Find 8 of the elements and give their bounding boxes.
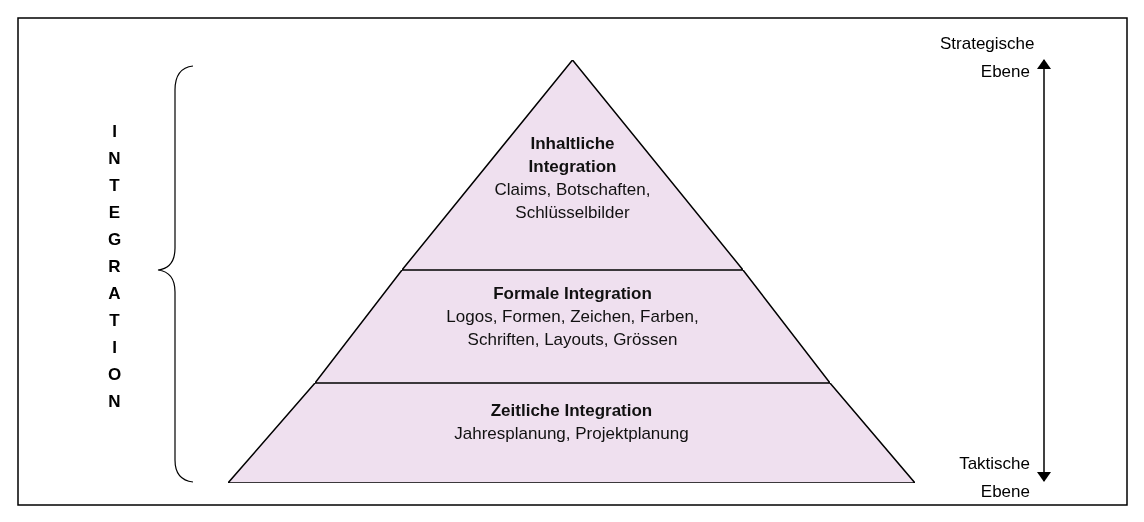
tier-heading: Formale Integration bbox=[492, 283, 653, 305]
tier-description: Claims, Botschaften, Schlüsselbilder bbox=[493, 179, 652, 224]
level-label: Taktische Ebene bbox=[958, 453, 1030, 503]
tier-description: Jahresplanung, Projektplanung bbox=[453, 423, 690, 445]
tier-description: Logos, Formen, Zeichen, Farben, Schriften, Layouts, Grössen bbox=[445, 306, 700, 351]
tier-heading: Inhaltliche Integration bbox=[527, 133, 618, 178]
tier-heading: Zeitliche Integration bbox=[489, 400, 654, 422]
vertical-title: INTEGRATION bbox=[104, 122, 124, 419]
